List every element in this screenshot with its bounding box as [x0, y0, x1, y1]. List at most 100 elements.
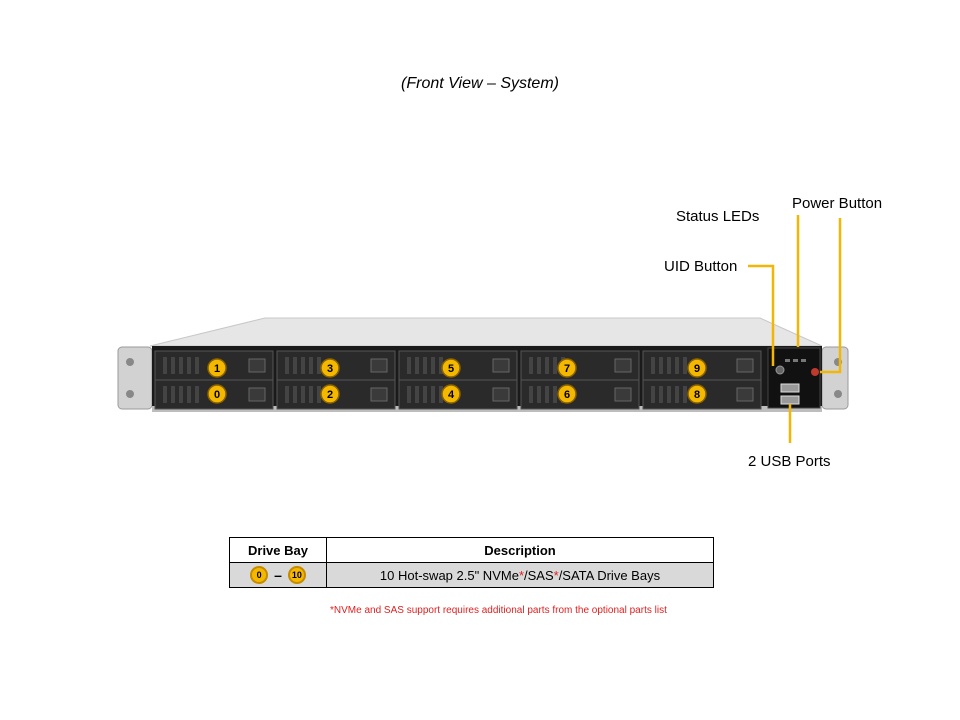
drive-bay-vent: [179, 357, 183, 374]
drive-bay-number: 5: [448, 363, 454, 375]
asterisk-marker: *: [553, 567, 559, 583]
drive-bay-vent: [415, 357, 419, 374]
power-button-callout-line: [820, 218, 842, 374]
drive-bay-vent: [439, 357, 443, 374]
drive-bay-latch: [248, 358, 266, 373]
drive-bay-vent: [431, 357, 435, 374]
drive-bay-range-cell: 0 – 10: [229, 562, 327, 588]
drive-bay-latch: [614, 358, 632, 373]
usb-ports-label: 2 USB Ports: [748, 453, 831, 470]
drive-bay-vent: [301, 357, 305, 374]
drive-bay-vent: [407, 386, 411, 403]
drive-bay-number: 8: [694, 389, 700, 401]
drive-bay-vent: [529, 357, 533, 374]
footnote: *NVMe and SAS support requires additiona…: [330, 605, 667, 616]
usb-port-icon: [780, 383, 800, 393]
drive-bay-number: 0: [214, 389, 220, 401]
uid-button-callout-line: [748, 264, 775, 366]
drive-bay-number: 9: [694, 363, 700, 375]
drive-bay-vent: [317, 357, 321, 374]
table-header-drive-bay: Drive Bay: [229, 537, 327, 563]
drive-bay-vent: [195, 386, 199, 403]
drive-bay-vent: [179, 386, 183, 403]
desc-part-nvme: 10 Hot-swap 2.5" NVMe: [379, 567, 519, 583]
drive-bay-vent: [553, 357, 557, 374]
drive-bay-vent: [683, 357, 687, 374]
drive-bay-badge: [207, 384, 227, 404]
status-led-icon: [793, 359, 798, 362]
usb-port-icon: [780, 395, 800, 405]
drive-bay-latch: [370, 387, 388, 402]
drive-bay-vent: [439, 386, 443, 403]
left-rack-ear-hole: [126, 358, 134, 366]
status-leds-label: Status LEDs: [676, 208, 760, 225]
table-row: 0 – 10 10 Hot-swap 2.5" NVMe*/SAS*/SATA …: [229, 562, 714, 588]
chassis-top-cover: [149, 317, 823, 347]
drive-bay-vent: [431, 386, 435, 403]
drive-bay-vent: [659, 357, 663, 374]
drive-bay-vent: [537, 386, 541, 403]
drive-bay-badge: [320, 358, 340, 378]
drive-bay-vent: [667, 386, 671, 403]
control-panel: [767, 347, 821, 409]
drive-bay-number: 6: [564, 389, 570, 401]
drive-bay-latch: [492, 358, 510, 373]
asterisk-marker: *: [518, 567, 524, 583]
left-rack-ear-hole: [126, 390, 134, 398]
left-rack-ear: [117, 346, 153, 410]
drive-bay-vent: [423, 386, 427, 403]
drive-bay-latch: [614, 387, 632, 402]
drive-bay-vent: [301, 386, 305, 403]
drive-bay-vent: [407, 357, 411, 374]
drive-bay-vent: [659, 386, 663, 403]
uid-button-label: UID Button: [664, 258, 738, 275]
drive-bay-vent: [651, 386, 655, 403]
drive-bay-badge: [687, 358, 707, 378]
drive-bay-number: 3: [327, 363, 333, 375]
drive-bay-vent: [317, 386, 321, 403]
drive-bay-vent: [309, 357, 313, 374]
drive-bay-vent: [309, 386, 313, 403]
description-cell: 10 Hot-swap 2.5" NVMe*/SAS*/SATA Drive B…: [326, 562, 714, 588]
drive-bay-vent: [537, 357, 541, 374]
drive-bay-vent: [163, 357, 167, 374]
drive-bay-number: 7: [564, 363, 570, 375]
drive-bay-latch: [736, 358, 754, 373]
drive-bay-vent: [415, 386, 419, 403]
drive-bay-badge: [320, 384, 340, 404]
drive-bay-badge: [557, 384, 577, 404]
drive-bay-vent: [293, 386, 297, 403]
drive-bay-vent: [675, 386, 679, 403]
right-rack-ear-hole: [834, 390, 842, 398]
drive-bay-vent: [285, 357, 289, 374]
drive-bay-vent: [423, 357, 427, 374]
drive-bay-vent: [171, 357, 175, 374]
drive-bay-vent: [285, 386, 289, 403]
desc-part-sata: /SATA Drive Bays: [558, 567, 661, 583]
drive-bay-vent: [683, 386, 687, 403]
drive-bay-badge: [207, 358, 227, 378]
uid-button-icon: [775, 365, 785, 375]
drive-bay-vent: [195, 357, 199, 374]
drive-bay-vent: [667, 357, 671, 374]
drive-bay-vent: [545, 357, 549, 374]
drive-bay-vent: [171, 386, 175, 403]
drive-bay-badge: [441, 384, 461, 404]
drive-bay-vent: [651, 357, 655, 374]
drive-bay-latch: [248, 387, 266, 402]
power-button-icon: [811, 368, 819, 376]
right-rack-ear: [821, 346, 849, 410]
drive-bay-vent: [163, 386, 167, 403]
range-dash: –: [274, 567, 282, 583]
bay-badge-start: 0: [250, 566, 269, 584]
drive-bay-vent: [553, 386, 557, 403]
desc-part-sas: /SAS: [524, 567, 554, 583]
power-button-label: Power Button: [792, 195, 883, 212]
drive-bay-vent: [187, 357, 191, 374]
drive-bay-table: Drive Bay Description 0 – 10 10 Hot-swap…: [229, 537, 714, 588]
drive-bay-latch: [370, 358, 388, 373]
drive-bay-latch: [492, 387, 510, 402]
drive-bay-vent: [675, 357, 679, 374]
